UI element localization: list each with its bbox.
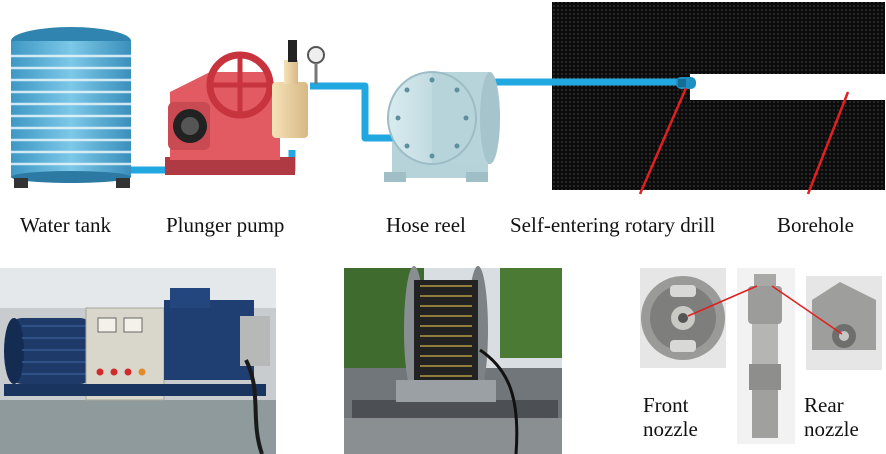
rotary-drill-icon [676, 77, 696, 89]
rear-nozzle-label: Rear nozzle [804, 393, 884, 441]
plunger-pump-label: Plunger pump [166, 213, 285, 237]
water-tank-label: Water tank [20, 213, 112, 237]
hose-reel-icon [384, 71, 500, 182]
plunger-pump-icon [165, 40, 325, 175]
borehole-block [552, 2, 885, 190]
front-nozzle-label: Front nozzle [643, 393, 723, 441]
water-tank-icon [11, 27, 131, 188]
borehole-pointer [806, 91, 850, 195]
rotary-drill-label: Self-entering rotary drill [510, 213, 716, 237]
front-nozzle-label-line1: Front [643, 393, 689, 417]
borehole-label: Borehole [777, 213, 854, 237]
front-nozzle-label-line2: nozzle [643, 417, 698, 441]
rear-nozzle-label-line1: Rear [804, 393, 844, 417]
borehole-channel [690, 74, 885, 100]
drill-pointer [638, 87, 688, 195]
rear-nozzle-label-line2: nozzle [804, 417, 859, 441]
hose-reel-label: Hose reel [386, 213, 466, 237]
pointer-lines [638, 87, 850, 195]
